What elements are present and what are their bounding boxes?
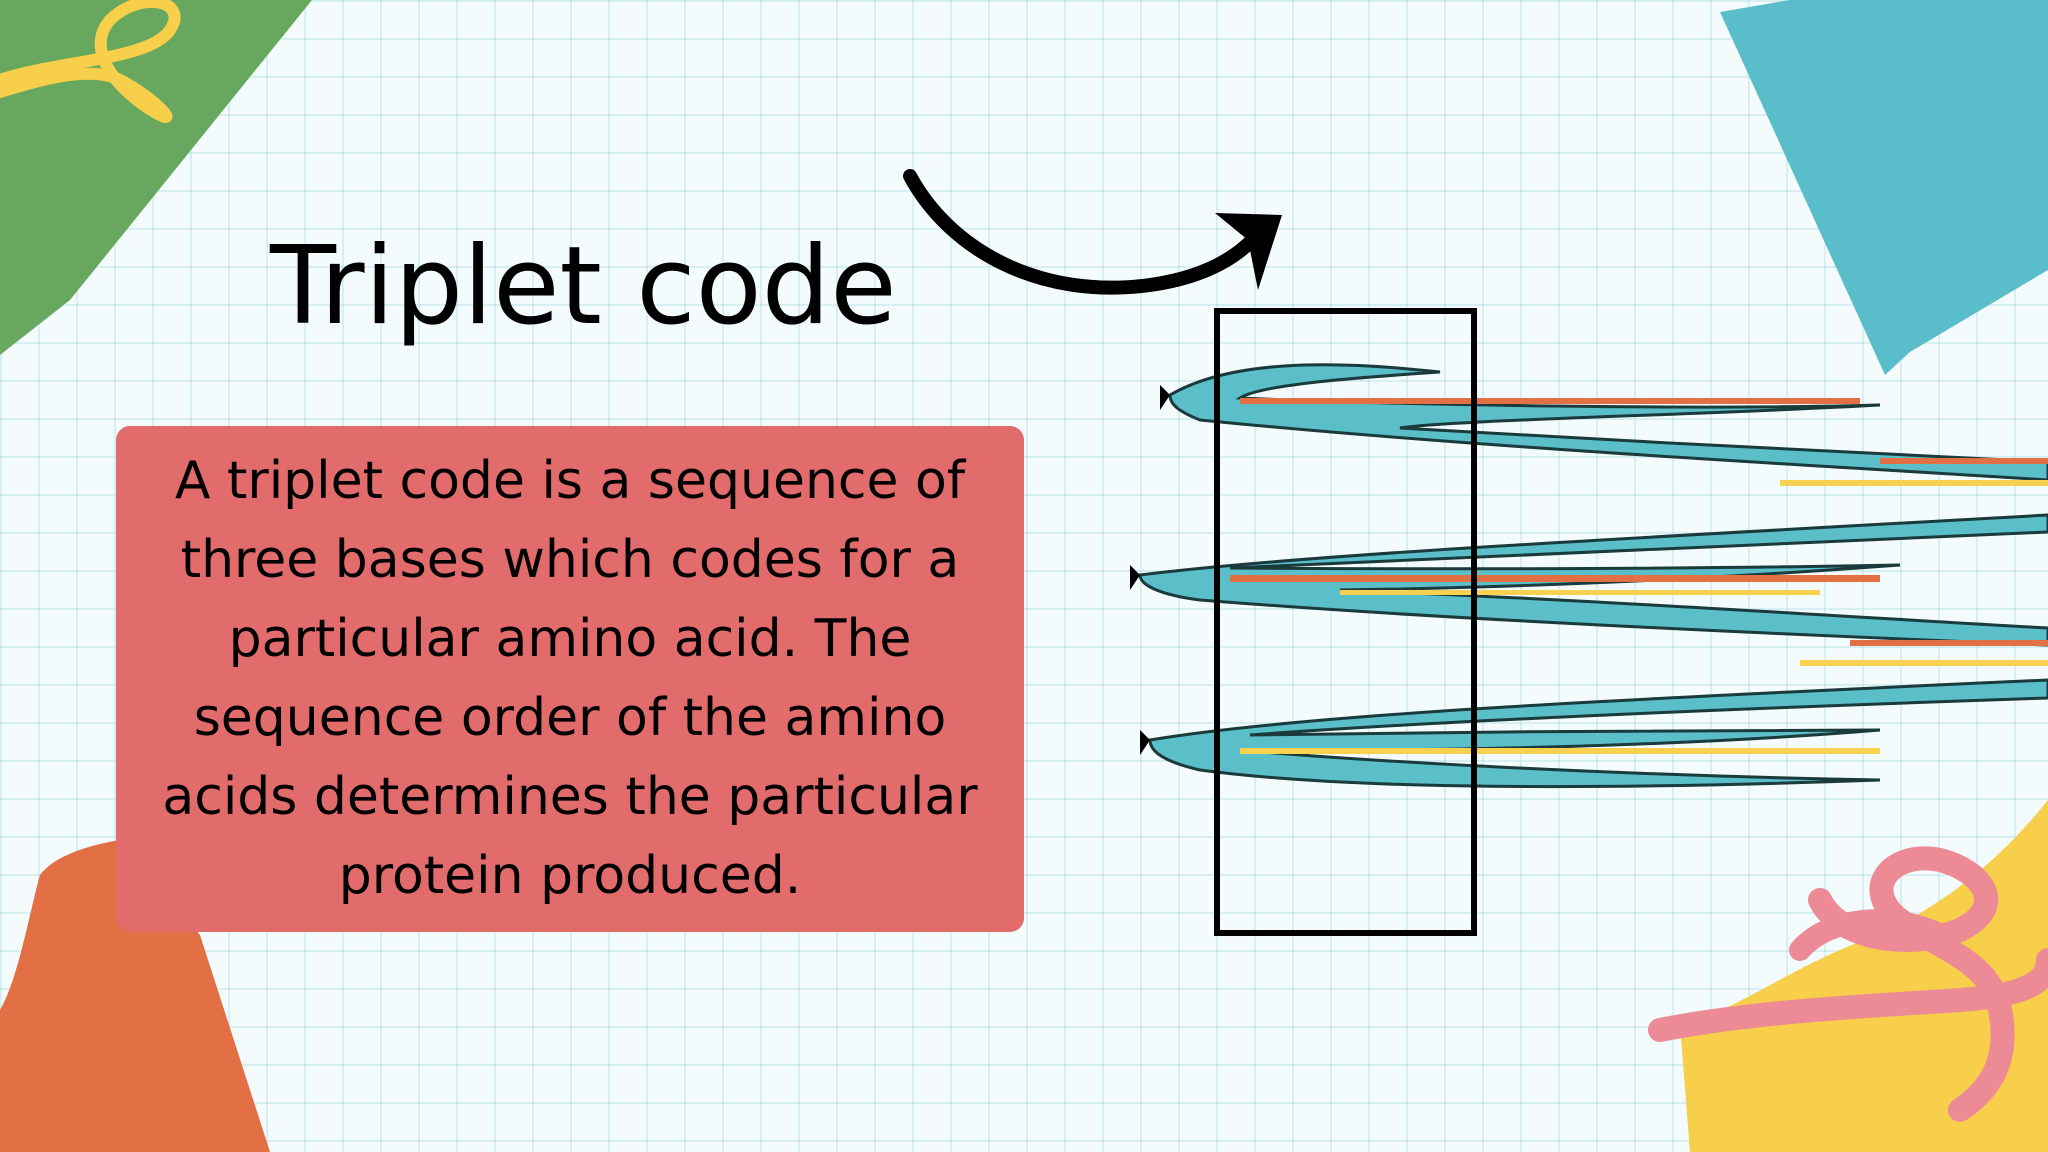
base-pair-red	[1240, 398, 1860, 404]
dna-strand-top	[1160, 363, 2048, 486]
base-pair-orange	[1880, 458, 2048, 464]
green-paper-shape	[0, 0, 312, 355]
base-pair-red	[1850, 640, 2048, 646]
base-pair-yellow	[1240, 748, 1880, 754]
definition-text: A triplet code is a sequence of three ba…	[162, 451, 978, 906]
definition-box: A triplet code is a sequence of three ba…	[116, 426, 1024, 932]
base-pair-yellow	[1800, 660, 2048, 666]
pink-swirl-loop	[1789, 909, 1961, 961]
yellow-paper-shape	[1680, 800, 2048, 1152]
dna-strand-middle	[1130, 513, 2048, 666]
yellow-swirl-decoration	[0, 0, 181, 123]
base-pair-yellow	[1340, 590, 1820, 595]
slide-title: Triplet code	[270, 224, 897, 349]
orange-paper-shape	[0, 840, 270, 1152]
base-pair-yellow	[1780, 480, 2048, 486]
teal-paper-shape	[1720, 0, 2048, 375]
base-pair-red	[1230, 575, 1880, 582]
dna-strand-bottom	[1140, 678, 2048, 789]
